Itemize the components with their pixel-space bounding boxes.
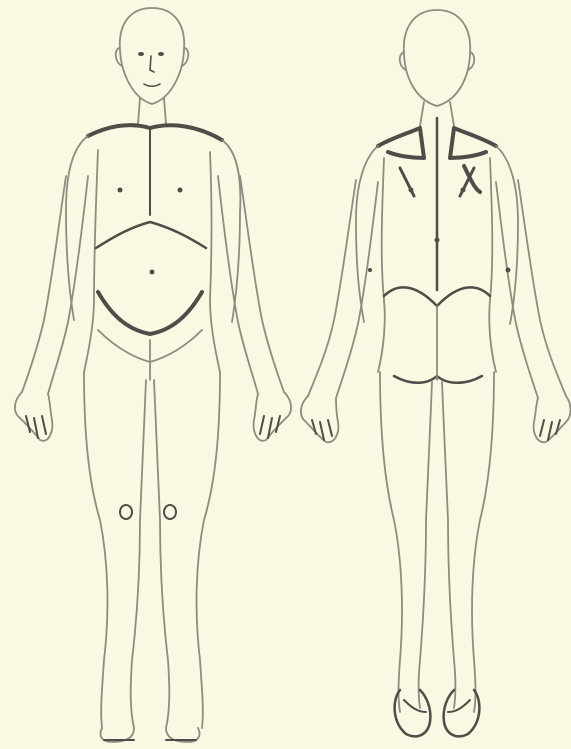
back-head bbox=[400, 10, 475, 106]
back-left-arm bbox=[301, 180, 378, 442]
back-view bbox=[301, 10, 571, 736]
front-neck bbox=[138, 98, 166, 124]
front-right-arm bbox=[15, 176, 88, 441]
front-legs bbox=[84, 372, 220, 742]
front-view bbox=[15, 8, 291, 742]
front-left-arm bbox=[218, 176, 291, 441]
back-legs bbox=[380, 372, 494, 736]
front-clavicle-marking bbox=[88, 125, 222, 140]
front-head bbox=[116, 8, 189, 104]
front-torso bbox=[66, 130, 240, 380]
back-right-arm bbox=[496, 180, 571, 442]
